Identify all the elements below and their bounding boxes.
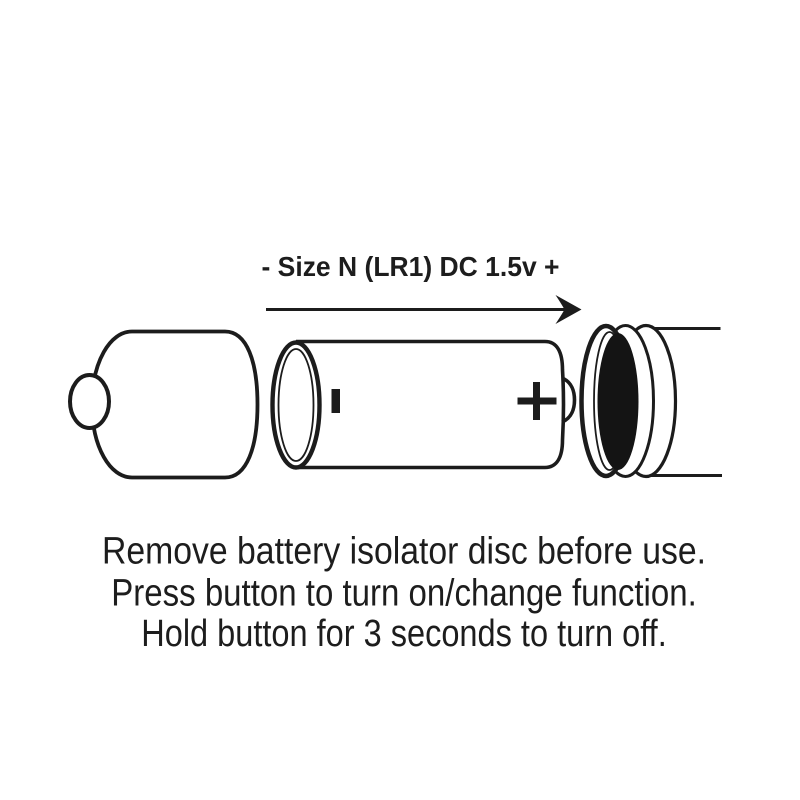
- svg-text:Remove battery isolator disc b: Remove battery isolator disc before use.: [102, 531, 706, 573]
- svg-text:Hold button for 3 seconds to t: Hold button for 3 seconds to turn off.: [141, 613, 667, 655]
- svg-text:- Size N (LR1) DC 1.5v +: - Size N (LR1) DC 1.5v +: [262, 251, 560, 282]
- svg-text:Press button to turn on/change: Press button to turn on/change function.: [111, 573, 697, 615]
